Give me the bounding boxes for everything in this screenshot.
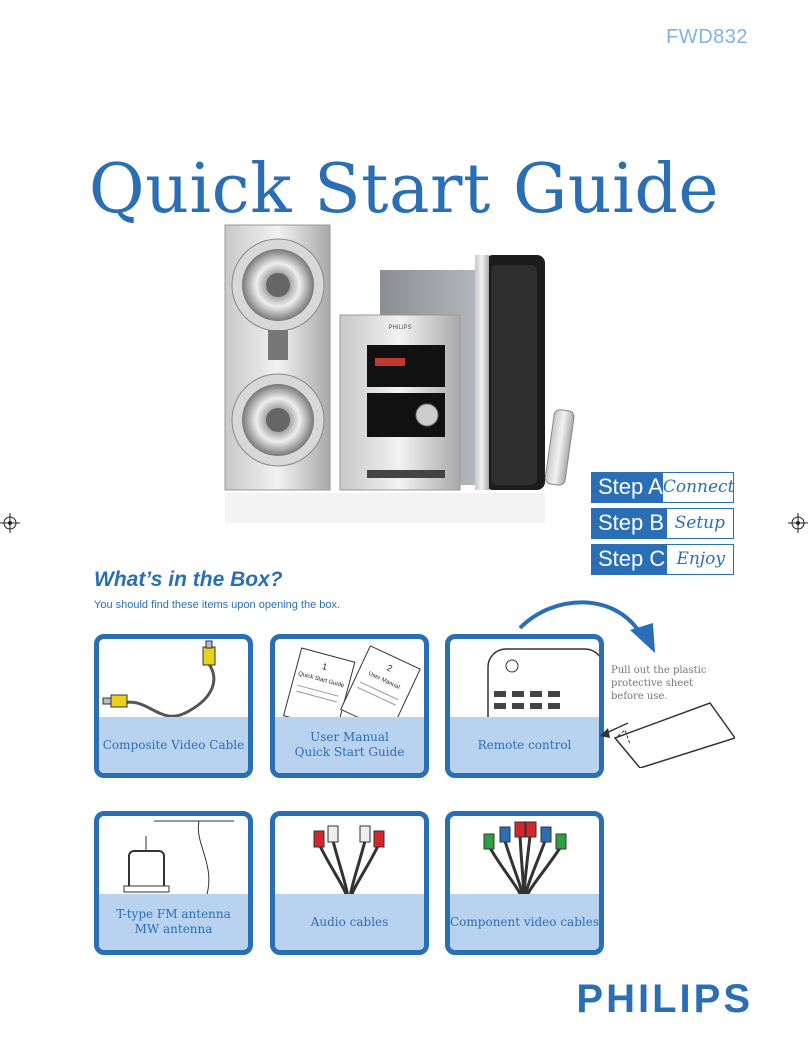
curved-arrow-icon: [518, 600, 655, 653]
item-caption: Audio cables: [275, 894, 424, 950]
audio-cable-icon: [313, 825, 385, 904]
page-title: Quick Start Guide: [88, 150, 720, 229]
antenna-icon: [123, 820, 234, 904]
step-b: Step B Setup: [591, 508, 734, 539]
um-number: 2: [385, 663, 394, 674]
remote-sheet-icon: [600, 702, 735, 768]
model-number: FWD832: [666, 26, 748, 48]
composite-cable-icon: [102, 640, 216, 718]
step-a: Step A Connect: [591, 472, 734, 503]
item-caption: Composite Video Cable: [99, 717, 248, 773]
step-a-label: Step A: [592, 473, 663, 502]
component-cable-icon: [483, 821, 567, 904]
manual-icon: 1 Quick Start Guide 2 User Manual: [282, 645, 421, 727]
step-c-label: Step C: [592, 545, 667, 574]
item-card-manuals: 1 Quick Start Guide 2 User Manual User M…: [270, 634, 429, 778]
product-photo: PHILIPS: [224, 224, 575, 523]
qsg-number: 1: [321, 661, 328, 672]
step-b-label: Step B: [592, 509, 667, 538]
registration-mark-icon: [0, 513, 20, 533]
step-b-value: Setup: [674, 513, 725, 533]
box-subtitle: You should find these items upon opening…: [94, 599, 341, 611]
item-caption: Remote control: [450, 717, 599, 773]
item-card-audio-cables: Audio cables: [270, 811, 429, 955]
remote-control-icon: [487, 648, 599, 727]
item-card-composite-video-cable: Composite Video Cable: [94, 634, 253, 778]
item-card-component-video-cables: Component video cables: [445, 811, 604, 955]
item-card-remote-control: Remote control: [445, 634, 604, 778]
item-caption: Component video cables: [450, 894, 599, 950]
box-heading: What’s in the Box?: [94, 568, 283, 591]
step-a-value: Connect: [662, 477, 735, 497]
remote-note: Pull out the plastic protective sheet be…: [611, 665, 707, 702]
registration-mark-icon: [788, 513, 808, 533]
brand-logo: PHILIPS: [576, 977, 753, 1021]
unit-brand: PHILIPS: [388, 325, 411, 331]
step-c-value: Enjoy: [676, 549, 725, 569]
step-c: Step C Enjoy: [591, 544, 734, 575]
